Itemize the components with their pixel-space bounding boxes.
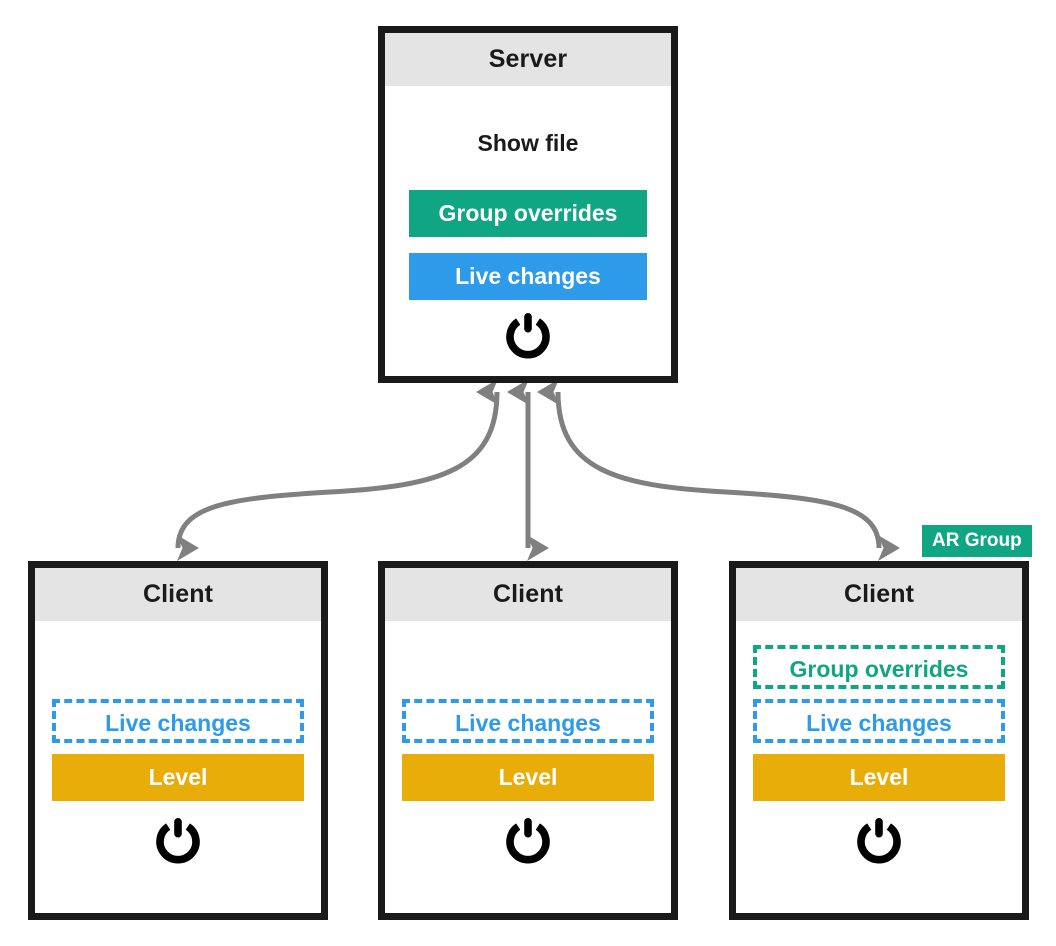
- connector-server-client-1: [175, 379, 500, 561]
- client-bar-level[interactable]: Level: [402, 754, 654, 801]
- client-node-2[interactable]: Client Live changes Level: [378, 561, 678, 920]
- client-bar-live-changes[interactable]: Live changes: [753, 699, 1005, 743]
- client-header: Client: [35, 568, 321, 621]
- power-icon[interactable]: [504, 816, 552, 864]
- connector-server-client-3: [537, 378, 900, 562]
- server-bar-group-overrides[interactable]: Group overrides: [409, 190, 647, 237]
- client-body: Group overrides Live changes Level: [736, 621, 1022, 913]
- server-bar-live-changes[interactable]: Live changes: [409, 253, 647, 300]
- client-bar-group-overrides[interactable]: Group overrides: [753, 645, 1005, 689]
- server-header: Server: [385, 33, 671, 86]
- client-node-1[interactable]: Client Live changes Level: [28, 561, 328, 920]
- client-bar-level[interactable]: Level: [52, 754, 304, 801]
- server-caption-show-file: Show file: [477, 130, 579, 156]
- client-header: Client: [385, 568, 671, 621]
- client-node-3[interactable]: Client Group overrides Live changes Leve…: [729, 561, 1029, 920]
- client-body: Live changes Level: [35, 621, 321, 913]
- power-icon[interactable]: [504, 311, 552, 359]
- ar-group-badge: AR Group: [922, 525, 1032, 557]
- client-bar-live-changes[interactable]: Live changes: [402, 699, 654, 743]
- client-bar-level[interactable]: Level: [753, 754, 1005, 801]
- client-header: Client: [736, 568, 1022, 621]
- client-body: Live changes Level: [385, 621, 671, 913]
- power-icon[interactable]: [154, 816, 202, 864]
- client-bar-live-changes[interactable]: Live changes: [52, 699, 304, 743]
- power-icon[interactable]: [855, 816, 903, 864]
- server-body: Show file Group overrides Live changes: [385, 86, 671, 376]
- server-node[interactable]: Server Show file Group overrides Live ch…: [378, 26, 678, 383]
